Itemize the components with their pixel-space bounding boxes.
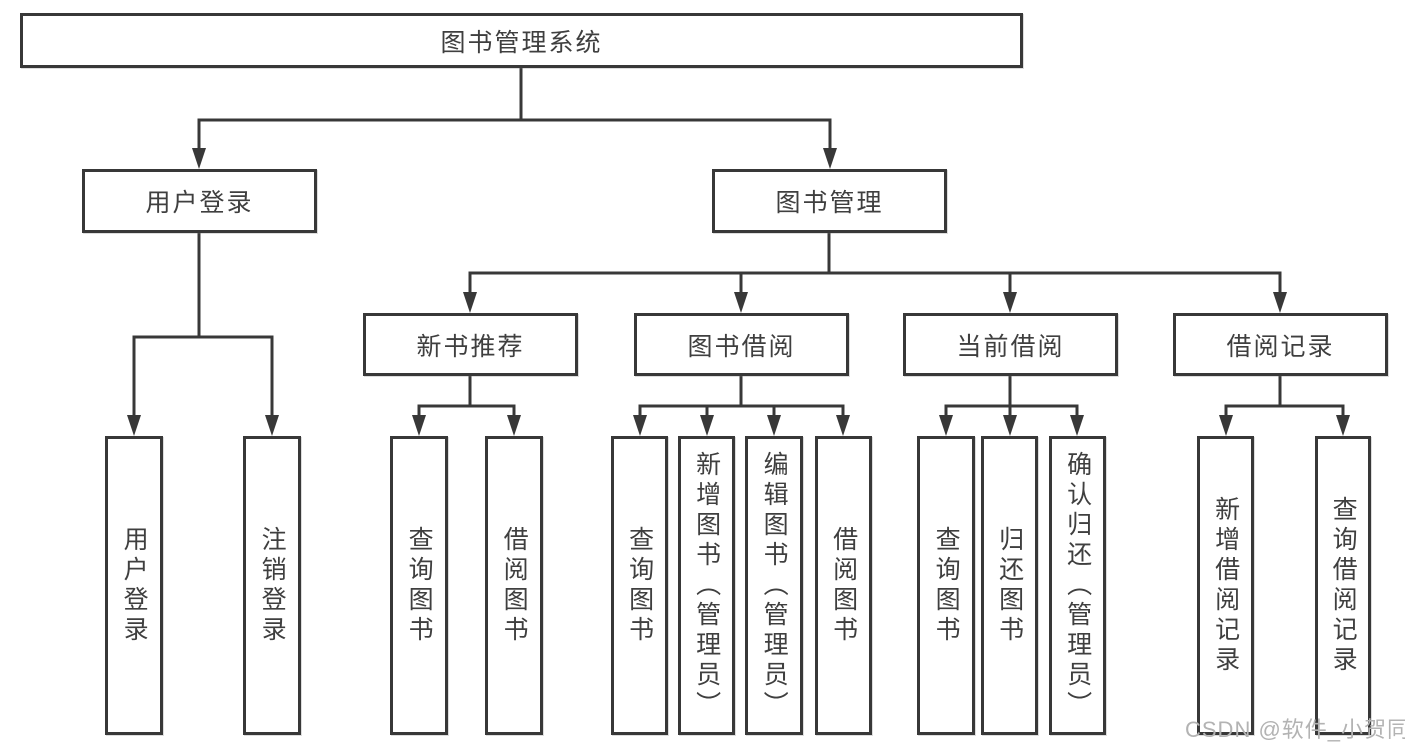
arrow-down-icon	[1273, 292, 1287, 313]
node-user-login: 用户登录	[82, 169, 317, 233]
leaf-return-book: 归还图书	[981, 436, 1038, 735]
leaf-borrow-books-recommend: 借阅图书	[485, 436, 543, 735]
leaf-add-book-admin: 新增图书（管理员）	[678, 436, 735, 735]
arrow-down-icon	[633, 415, 647, 436]
arrow-down-icon	[734, 292, 748, 313]
arrow-down-icon	[823, 148, 837, 169]
arrow-down-icon	[767, 415, 781, 436]
arrow-down-icon	[700, 415, 714, 436]
arrow-down-icon	[1003, 415, 1017, 436]
arrow-down-icon	[507, 415, 521, 436]
leaf-add-borrow-record: 新增借阅记录	[1197, 436, 1254, 735]
arrow-down-icon	[836, 415, 850, 436]
node-current-borrow: 当前借阅	[903, 313, 1118, 376]
arrow-down-icon	[939, 415, 953, 436]
node-new-book-recommend: 新书推荐	[363, 313, 578, 376]
arrow-down-icon	[1336, 415, 1350, 436]
arrow-down-icon	[127, 415, 141, 436]
node-book-management: 图书管理	[712, 169, 947, 233]
leaf-borrow-books: 借阅图书	[815, 436, 872, 735]
arrow-down-icon	[265, 415, 279, 436]
connector-paths	[132, 66, 1345, 419]
arrow-down-icon	[1003, 292, 1017, 313]
leaf-confirm-return-admin: 确认归还（管理员）	[1049, 436, 1106, 735]
node-root: 图书管理系统	[20, 13, 1023, 68]
node-book-borrow: 图书借阅	[634, 313, 849, 376]
leaf-query-books-recommend: 查询图书	[390, 436, 448, 735]
arrow-down-icon	[192, 148, 206, 169]
leaf-edit-book-admin: 编辑图书（管理员）	[745, 436, 803, 735]
leaf-query-books-current: 查询图书	[917, 436, 975, 735]
arrow-down-icons	[127, 148, 1350, 436]
leaf-logout-login: 注销登录	[243, 436, 301, 735]
arrow-down-icon	[412, 415, 426, 436]
arrow-down-icon	[463, 292, 477, 313]
node-borrow-records: 借阅记录	[1173, 313, 1388, 376]
leaf-user-login: 用户登录	[105, 436, 163, 735]
arrow-down-icon	[1219, 415, 1233, 436]
leaf-query-books-borrow: 查询图书	[611, 436, 668, 735]
leaf-query-borrow-record: 查询借阅记录	[1315, 436, 1371, 735]
watermark: CSDN @软件_小贺同学	[1185, 717, 1405, 742]
arrow-down-icon	[1070, 415, 1084, 436]
